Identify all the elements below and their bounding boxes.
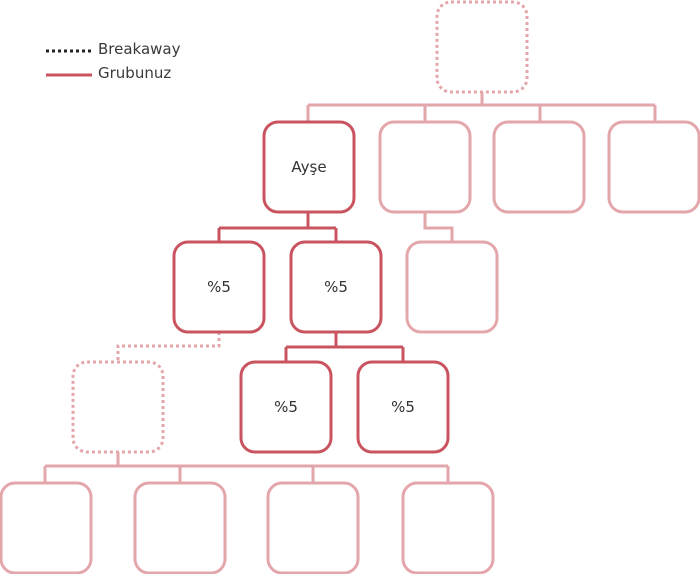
empty-boxes (0, 120, 700, 574)
empty-box-bottom-2 (133, 481, 227, 574)
node-label-l2-right: %5 (391, 398, 415, 416)
breakaway-box-top (435, 0, 529, 94)
light-connectors (43, 92, 657, 483)
legend-label-breakaway: Breakaway (98, 40, 181, 58)
node-box-ayse (262, 120, 356, 214)
group-connectors (217, 212, 405, 362)
empty-box-bottom-4 (401, 481, 495, 574)
breakaway-connector (116, 332, 221, 362)
node-box-l2-left (239, 360, 333, 454)
empty-box-row1-2 (378, 120, 472, 214)
node-label-l2-left: %5 (274, 398, 298, 416)
empty-box-row2-right (405, 240, 499, 334)
node-label-ayse: Ayşe (291, 158, 326, 176)
node-label-l1-right: %5 (324, 278, 348, 296)
node-box-l1-right (289, 240, 383, 334)
empty-box-bottom-1 (0, 481, 93, 574)
dotted-line-swatch (46, 49, 92, 53)
breakaway-box-left (71, 360, 165, 454)
legend-label-group: Grubunuz (98, 64, 172, 82)
node-box-l1-left (172, 240, 266, 334)
solid-line-swatch (46, 73, 92, 77)
empty-box-row1-4 (607, 120, 700, 214)
group-boxes (172, 120, 450, 454)
empty-box-row1-3 (492, 120, 586, 214)
node-box-l2-right (356, 360, 450, 454)
empty-box-bottom-3 (266, 481, 360, 574)
connector-box-2-child (423, 212, 454, 242)
node-label-l1-left: %5 (207, 278, 231, 296)
